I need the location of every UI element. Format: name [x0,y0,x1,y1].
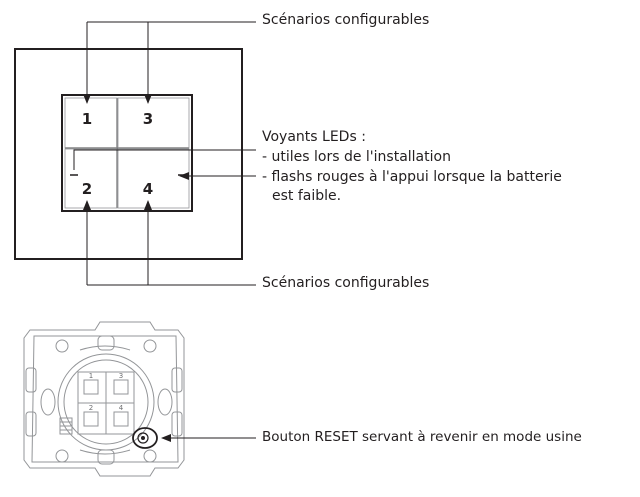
reset-button-icon [132,427,158,449]
led-leader [73,149,256,180]
bottom-scenarios-label: Scénarios configurables [262,275,430,291]
switch-mechanism [23,321,185,477]
reset-label: Bouton RESET servant à revenir en mode u… [262,429,582,445]
leds-line-1: - utiles lors de l'installation [262,149,451,165]
top-scenarios-leader [83,21,256,104]
key-1-label: 1 [82,110,92,128]
switch-front-plate: 1 3 2 4 [14,48,243,260]
leds-line-2: - flashs rouges à l'appui lorsque la bat… [262,169,562,185]
leds-title: Voyants LEDs : [262,129,366,145]
leds-line-3: est faible. [272,188,342,204]
key-2-label: 2 [82,180,92,198]
mechanism-key-1: 1 [89,372,93,380]
mechanism-key-2: 2 [89,404,93,412]
bottom-scenarios-leader [83,200,256,286]
key-4-label: 4 [143,180,153,198]
key-3-label: 3 [143,110,153,128]
top-scenarios-label: Scénarios configurables [262,12,430,28]
mechanism-key-3: 3 [119,372,123,380]
mechanism-key-4: 4 [119,404,124,412]
